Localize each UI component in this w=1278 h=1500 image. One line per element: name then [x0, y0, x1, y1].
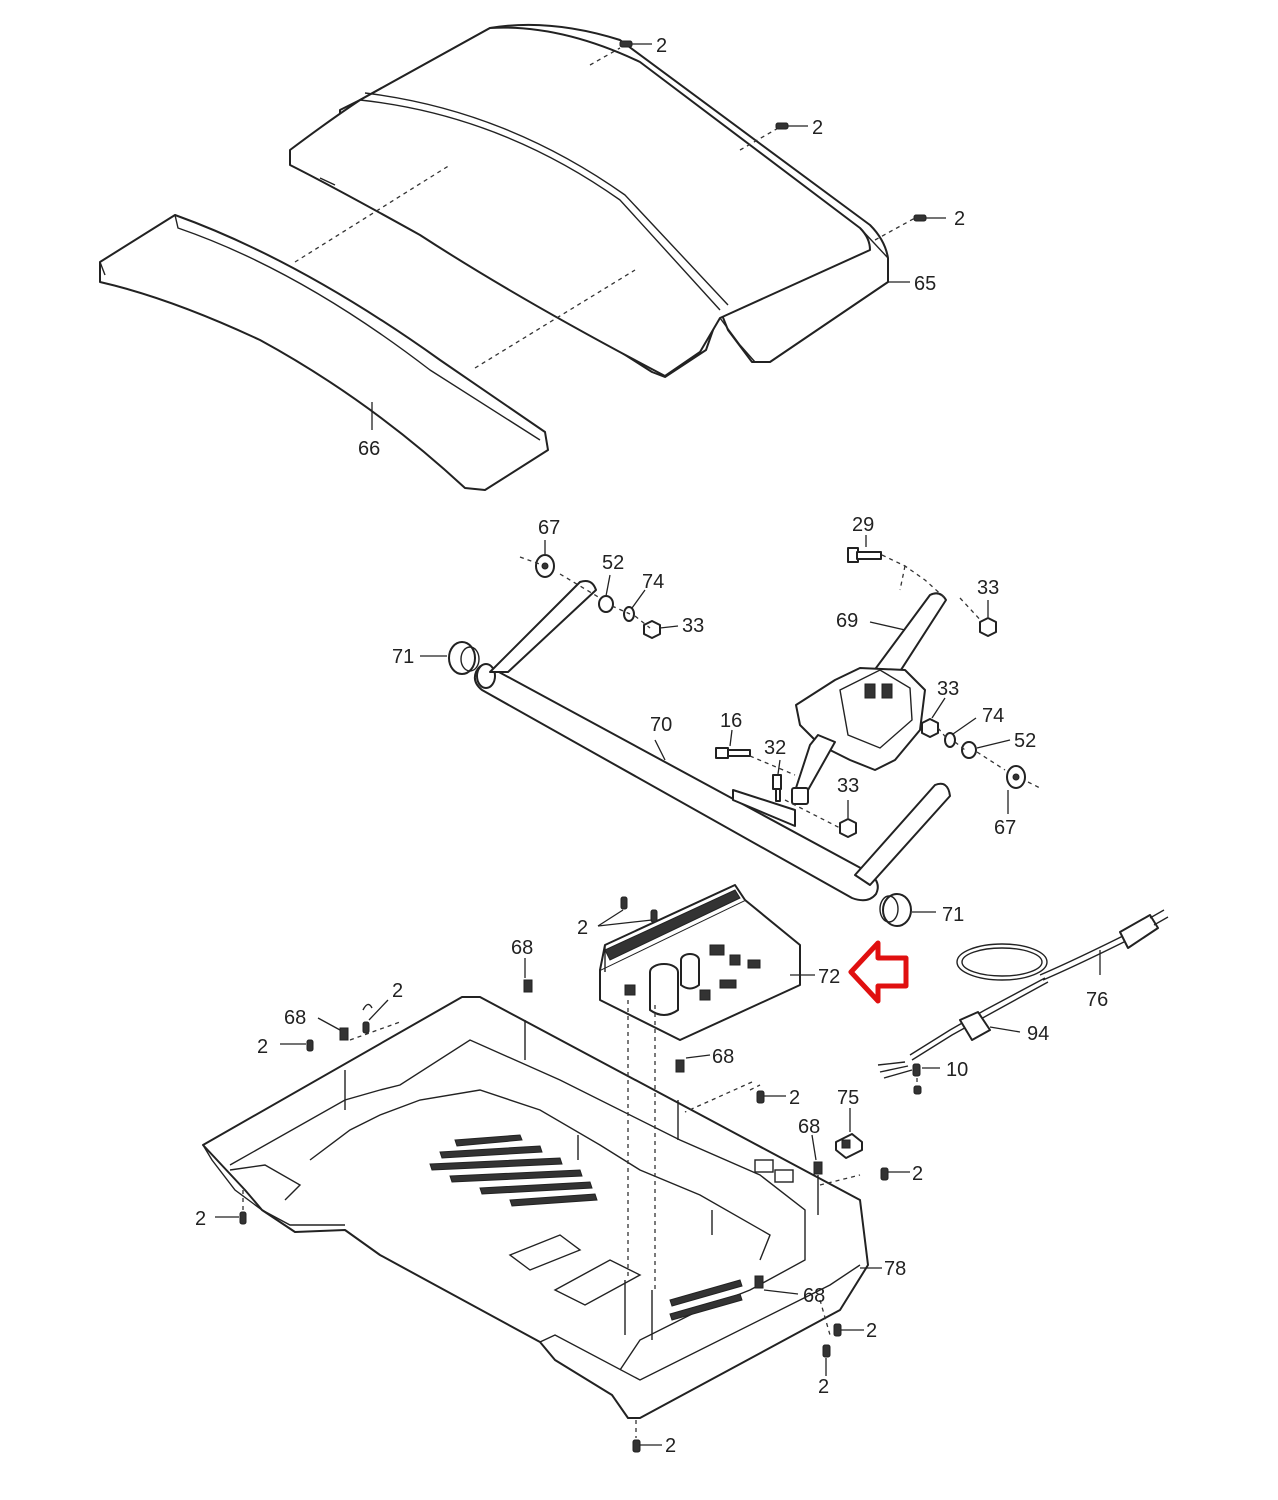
screw-icon [775, 122, 808, 130]
callout-16: 16 [720, 710, 742, 732]
screw-icon [239, 1211, 247, 1225]
washer-icon [944, 732, 956, 748]
callout-33: 33 [977, 577, 999, 599]
callout-2: 2 [392, 980, 403, 1002]
callout-33: 33 [837, 775, 859, 797]
callout-2: 2 [665, 1435, 676, 1457]
callout-2: 2 [656, 35, 667, 57]
nut-icon [921, 718, 939, 738]
alignment-line [349, 1000, 861, 1336]
callout-69: 69 [836, 610, 858, 632]
callout-68: 68 [803, 1285, 825, 1307]
callout-94: 94 [1027, 1023, 1049, 1045]
callout-2: 2 [818, 1376, 829, 1398]
screw-icon [715, 747, 751, 759]
heatsink-fins [604, 889, 741, 961]
callout-2: 2 [789, 1087, 800, 1109]
callout-71: 71 [942, 904, 964, 926]
vent-slots [429, 1134, 743, 1321]
callout-33: 33 [682, 615, 704, 637]
clip [813, 1161, 823, 1175]
callout-2: 2 [257, 1036, 268, 1058]
callout-65: 65 [914, 273, 936, 295]
screw-icon [913, 1085, 922, 1095]
incline-motor [791, 667, 926, 805]
bushing-icon [879, 893, 936, 927]
washer-icon [1006, 765, 1026, 789]
callout-2: 2 [195, 1208, 206, 1230]
alignment-line [749, 755, 841, 829]
callout-74: 74 [642, 571, 664, 593]
callout-68: 68 [712, 1046, 734, 1068]
alignment-line [881, 554, 986, 626]
callout-74: 74 [982, 705, 1004, 727]
frame-tube-70 [473, 580, 951, 902]
screw-icon [880, 1167, 889, 1181]
hood-cover-66 [99, 214, 549, 491]
callout-70: 70 [650, 714, 672, 736]
clip [523, 979, 533, 993]
screw-icon [756, 1090, 765, 1104]
bushing-icon [420, 641, 480, 675]
clip [754, 1275, 764, 1289]
callout-52: 52 [1014, 730, 1036, 752]
highlight-arrow-icon [848, 940, 909, 1004]
callout-10: 10 [946, 1059, 968, 1081]
screw-icon [833, 1323, 842, 1337]
callout-78: 78 [884, 1258, 906, 1280]
motor-hood-base-78 [202, 996, 869, 1419]
screw-icon [620, 896, 628, 910]
switch-75 [835, 1133, 863, 1159]
callout-68: 68 [798, 1116, 820, 1138]
hood-cover-65 [289, 23, 889, 378]
callout-52: 52 [602, 552, 624, 574]
callout-2: 2 [866, 1320, 877, 1342]
hood-alignment-lines [294, 47, 916, 369]
callout-67: 67 [538, 517, 560, 539]
callout-2: 2 [954, 208, 965, 230]
callout-75: 75 [837, 1087, 859, 1109]
screw-icon [306, 1039, 314, 1052]
nut-icon [643, 620, 661, 639]
callout-71: 71 [392, 646, 414, 668]
nut-icon [839, 818, 857, 838]
callout-76: 76 [1086, 989, 1108, 1011]
washer-icon [961, 741, 977, 759]
callout-2: 2 [577, 917, 588, 939]
bracket [732, 789, 796, 827]
callout-72: 72 [818, 966, 840, 988]
alignment-line [242, 1190, 637, 1438]
clip [675, 1059, 685, 1073]
screw-icon [847, 547, 882, 563]
callout-2: 2 [812, 117, 823, 139]
screw-icon [772, 774, 782, 802]
clip [339, 1027, 349, 1041]
screw-icon [822, 1344, 831, 1358]
screw-icon [912, 1063, 921, 1077]
power-plug-icon [1119, 909, 1169, 949]
callout-68: 68 [511, 937, 533, 959]
screw-icon [362, 1021, 370, 1034]
callout-2: 2 [912, 1163, 923, 1185]
screw-icon [650, 909, 658, 923]
callout-32: 32 [764, 737, 786, 759]
nut-icon [979, 617, 997, 637]
screw-icon [632, 1439, 641, 1453]
callout-66: 66 [358, 438, 380, 460]
callout-29: 29 [852, 514, 874, 536]
power-cord-76 [877, 909, 1169, 1079]
callout-33: 33 [937, 678, 959, 700]
screw-icon [619, 40, 652, 48]
callout-68: 68 [284, 1007, 306, 1029]
screw-icon [913, 214, 946, 222]
callout-67: 67 [994, 817, 1016, 839]
control-board-72 [599, 884, 801, 1041]
washer-icon [598, 595, 614, 613]
